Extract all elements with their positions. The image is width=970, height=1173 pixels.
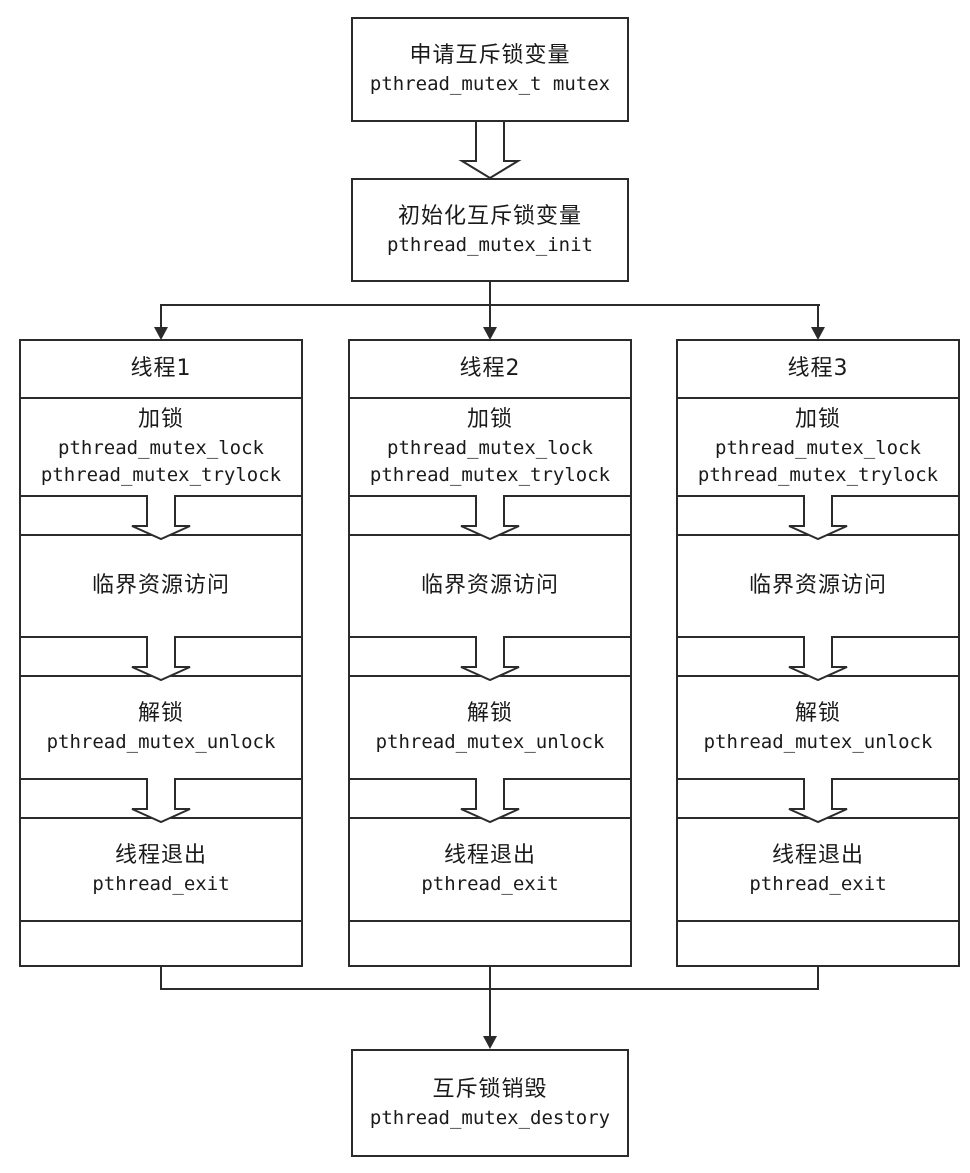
exit-title: 线程退出 [771,843,864,868]
thread-1-column: 线程1 加锁 pthread_mutex_lock pthread_mutex_… [19,339,303,967]
exit-code: pthread_exit [749,873,887,895]
arrowhead-down-icon [154,327,168,340]
thread-3-column: 线程3 加锁 pthread_mutex_lock pthread_mutex_… [676,339,960,967]
connector-line-branch-horizontal [160,304,820,306]
thread-3-header-label: 线程3 [787,356,849,381]
destroy-mutex-title: 互斥锁销毁 [432,1076,548,1102]
arrowhead-down-icon [483,1036,497,1049]
thread-2-exit-cell: 线程退出 pthread_exit [350,819,630,922]
unlock-code: pthread_mutex_unlock [46,731,276,753]
declare-mutex-title: 申请互斥锁变量 [409,43,571,68]
unlock-code: pthread_mutex_unlock [703,731,933,753]
thread-2-lock-cell: 加锁 pthread_mutex_lock pthread_mutex_tryl… [350,399,630,497]
block-arrow-down-icon [788,778,848,824]
declare-mutex-box: 申请互斥锁变量 pthread_mutex_t mutex [351,17,629,122]
connector-line-merge-right [817,967,819,990]
unlock-title: 解锁 [466,701,513,726]
block-arrow-down-icon [460,778,520,824]
critical-title: 临界资源访问 [420,573,559,598]
thread-3-unlock-cell: 解锁 pthread_mutex_unlock [678,677,958,780]
thread-1-exit-cell: 线程退出 pthread_exit [21,819,301,922]
block-arrow-down-icon [131,778,191,824]
block-arrow-down-icon [131,495,191,541]
trylock-code: pthread_mutex_trylock [369,464,611,486]
thread-3-critical-cell: 临界资源访问 [678,536,958,638]
thread-2-header-label: 线程2 [459,356,521,381]
empty-cell [21,922,301,965]
thread-1-unlock-cell: 解锁 pthread_mutex_unlock [21,677,301,780]
lock-code: pthread_mutex_lock [715,437,921,459]
thread-2-critical-cell: 临界资源访问 [350,536,630,638]
trylock-code: pthread_mutex_trylock [697,464,939,486]
lock-code: pthread_mutex_lock [58,437,264,459]
trylock-code: pthread_mutex_trylock [40,464,282,486]
thread-3-exit-cell: 线程退出 pthread_exit [678,819,958,922]
exit-title: 线程退出 [114,843,207,868]
init-mutex-title: 初始化互斥锁变量 [397,203,582,229]
thread-1-header-cell: 线程1 [21,341,301,399]
thread-1-critical-cell: 临界资源访问 [21,536,301,638]
arrowhead-down-icon [811,327,825,340]
block-arrow-down-icon [131,636,191,682]
thread-2-unlock-cell: 解锁 pthread_mutex_unlock [350,677,630,780]
block-arrow-down-icon [460,636,520,682]
thread-1-lock-cell: 加锁 pthread_mutex_lock pthread_mutex_tryl… [21,399,301,497]
thread-2-header-cell: 线程2 [350,341,630,399]
block-arrow-down-icon [460,495,520,541]
block-arrow-down-icon [788,495,848,541]
critical-title: 临界资源访问 [748,573,887,598]
empty-cell [678,922,958,965]
arrowhead-down-icon [483,327,497,340]
thread-1-header-label: 线程1 [130,356,192,381]
init-mutex-code: pthread_mutex_init [387,233,593,256]
lock-title: 加锁 [137,407,184,432]
exit-title: 线程退出 [443,843,536,868]
connector-line-merge-left [160,967,162,990]
connector-line-merge-drop [489,967,491,1037]
thread-3-header-cell: 线程3 [678,341,958,399]
thread-2-column: 线程2 加锁 pthread_mutex_lock pthread_mutex_… [348,339,632,967]
critical-title: 临界资源访问 [91,573,230,598]
init-mutex-box: 初始化互斥锁变量 pthread_mutex_init [351,178,629,282]
exit-code: pthread_exit [421,873,559,895]
connector-line-init-drop [489,282,491,332]
empty-cell [350,922,630,965]
unlock-title: 解锁 [137,701,184,726]
block-arrow-down-icon [788,636,848,682]
unlock-code: pthread_mutex_unlock [375,731,605,753]
exit-code: pthread_exit [92,873,230,895]
destroy-mutex-code: pthread_mutex_destory [369,1106,611,1129]
declare-mutex-code: pthread_mutex_t mutex [369,73,611,95]
connector-line-drop-left [160,304,162,332]
destroy-mutex-box: 互斥锁销毁 pthread_mutex_destory [351,1049,629,1157]
lock-code: pthread_mutex_lock [387,437,593,459]
unlock-title: 解锁 [794,701,841,726]
connector-line-drop-right [817,304,819,332]
lock-title: 加锁 [466,407,513,432]
lock-title: 加锁 [794,407,841,432]
thread-3-lock-cell: 加锁 pthread_mutex_lock pthread_mutex_tryl… [678,399,958,497]
block-arrow-down-icon [458,122,522,179]
